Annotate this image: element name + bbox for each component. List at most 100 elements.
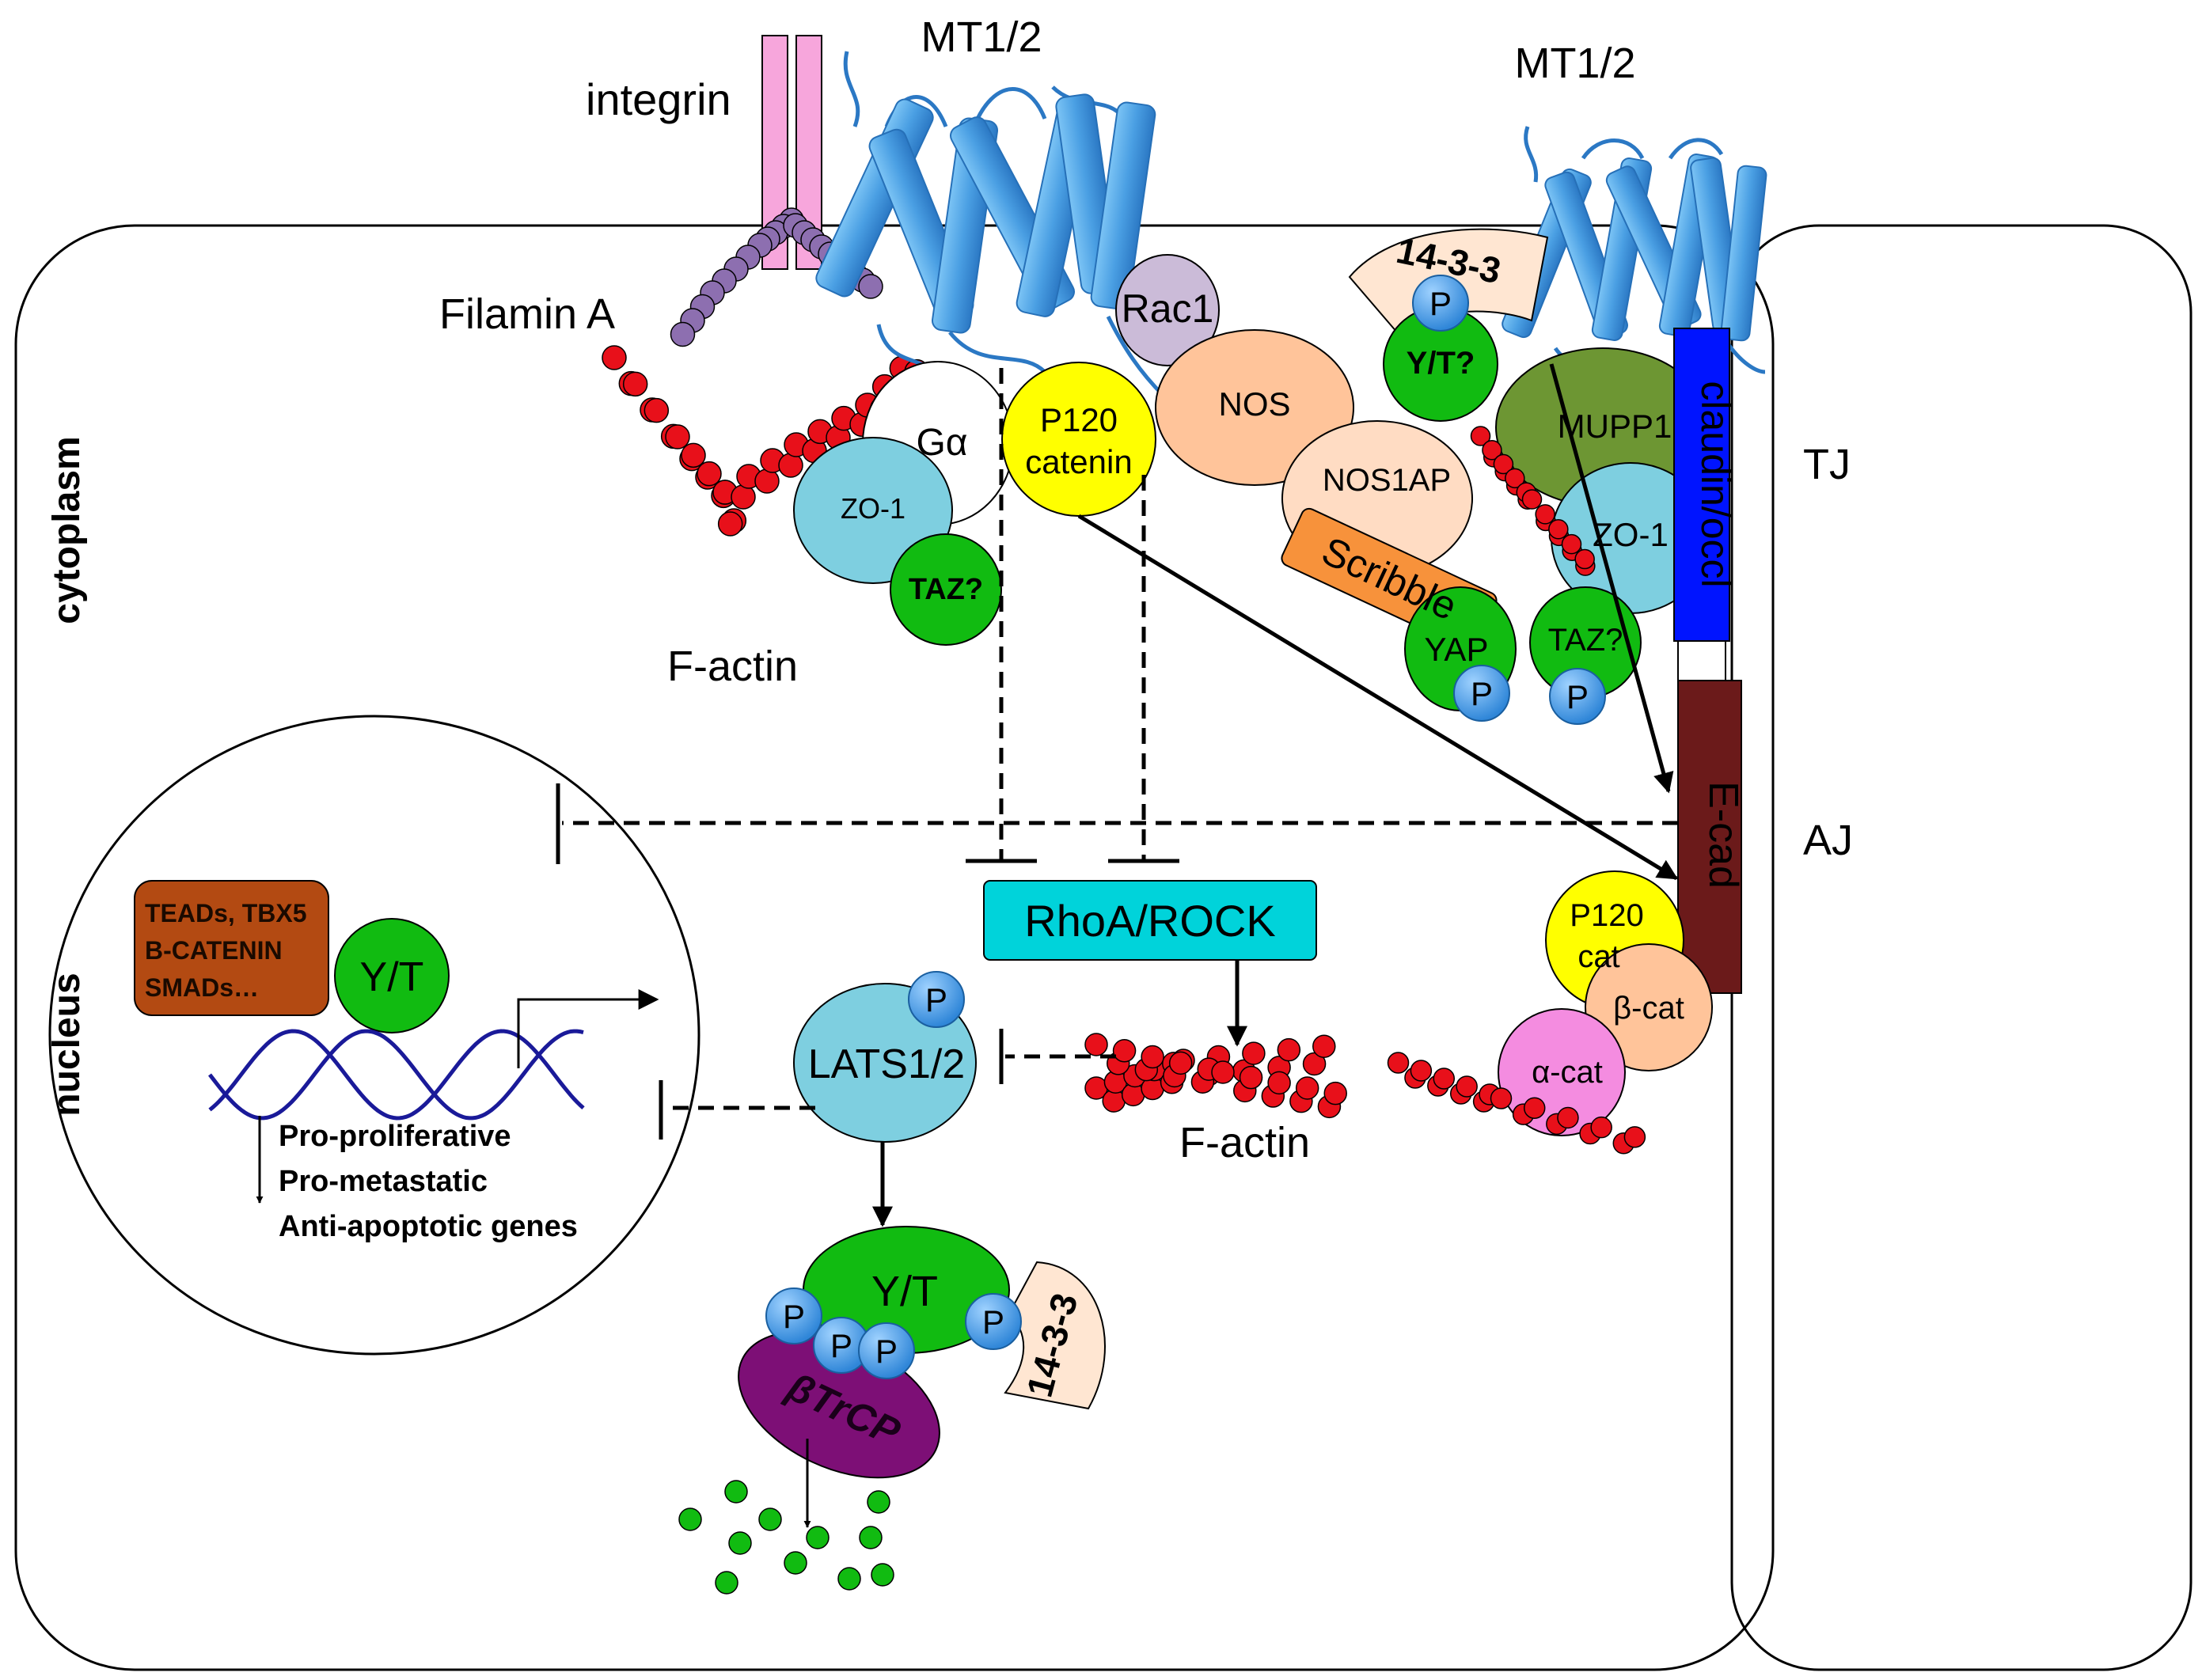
phospho-group bbox=[1453, 665, 1510, 722]
integrin-label: integrin bbox=[586, 74, 731, 124]
p120-catenin-label-line2: catenin bbox=[1025, 443, 1132, 480]
actin-bead bbox=[1623, 1126, 1646, 1148]
phospho-label: P bbox=[925, 981, 947, 1018]
rhoa-rock-box bbox=[983, 880, 1317, 961]
phospho-label: P bbox=[1429, 285, 1452, 322]
aj-label: AJ bbox=[1803, 817, 1853, 864]
actin-bead bbox=[1267, 1071, 1291, 1095]
teads-label-line1: TEADs, TBX5 bbox=[145, 899, 306, 927]
actin-bead bbox=[1112, 1039, 1137, 1063]
actin-bead bbox=[1211, 1060, 1235, 1084]
f-actin-mid-label: F-actin bbox=[1179, 1119, 1310, 1166]
f-actin-aj-filament bbox=[1387, 1052, 1646, 1155]
actin-bead bbox=[1168, 1051, 1193, 1075]
phospho-group bbox=[1549, 668, 1606, 725]
mt12-right-label: MT1/2 bbox=[1514, 40, 1635, 87]
actin-bead bbox=[1574, 548, 1595, 570]
phospho-group bbox=[1412, 275, 1469, 332]
gene-label-line3: Anti-apoptotic genes bbox=[279, 1210, 578, 1243]
rac1-protein bbox=[1115, 254, 1220, 366]
dna-strand bbox=[208, 1029, 585, 1121]
yt-nucleus-label: Y/T bbox=[360, 954, 424, 1000]
actin-bead bbox=[1505, 468, 1525, 489]
beta-cat-label: β-cat bbox=[1613, 991, 1684, 1026]
teads-label-line2: B-CATENIN bbox=[145, 936, 283, 965]
cell-membrane-right bbox=[1730, 224, 2193, 1671]
p120-ecad-arrow bbox=[1077, 514, 1679, 881]
rhoa-rock-label: RhoA/ROCK bbox=[1024, 896, 1275, 946]
actin-bead bbox=[717, 511, 743, 537]
ecad-label: E-cad bbox=[1700, 781, 1746, 889]
claudin-label: claudin/occl bbox=[1693, 381, 1737, 587]
nucleus-envelope bbox=[48, 715, 700, 1356]
teads-label-line3: SMADs… bbox=[145, 973, 259, 1002]
mt12-ecad-arrow bbox=[1549, 363, 1674, 794]
f-actin-tj-filament bbox=[1470, 426, 1596, 576]
gene-label-line1: Pro-proliferative bbox=[279, 1120, 511, 1153]
actin-bead bbox=[1141, 1045, 1164, 1069]
f-actin-top-label: F-actin bbox=[667, 643, 798, 690]
alpha-cat-label: α-cat bbox=[1532, 1055, 1603, 1090]
actin-bead bbox=[1295, 1076, 1319, 1100]
taz-right-label: TAZ? bbox=[1548, 623, 1623, 658]
taz-left-protein bbox=[890, 533, 1002, 646]
dna-strand bbox=[208, 1029, 584, 1121]
phospho-group bbox=[858, 1322, 915, 1379]
actin-bead bbox=[1312, 1034, 1336, 1058]
f-actin-middle-filament bbox=[1084, 1033, 1347, 1119]
actin-bead bbox=[1590, 1116, 1612, 1139]
p120cat-label-line2: cat bbox=[1577, 939, 1619, 974]
actin-bead bbox=[1433, 1068, 1456, 1090]
actin-bead bbox=[1493, 453, 1514, 475]
actin-bead bbox=[1523, 1097, 1546, 1119]
14-3-3-bottom-protein bbox=[1004, 1261, 1106, 1410]
yt-bottom-label: Y/T bbox=[871, 1268, 938, 1315]
nos-label: NOS bbox=[1218, 385, 1290, 423]
phospho-group bbox=[765, 1287, 822, 1344]
cell-membrane-left bbox=[14, 224, 1775, 1671]
tj-label: TJ bbox=[1803, 441, 1851, 488]
dna-helix bbox=[208, 1029, 585, 1121]
actin-bead bbox=[1557, 1106, 1579, 1129]
e-cadherin-box bbox=[1677, 680, 1742, 994]
actin-bead bbox=[644, 397, 670, 423]
yap-label: YAP bbox=[1425, 631, 1489, 668]
taz-left-label: TAZ? bbox=[909, 573, 983, 606]
zo1-right-label: ZO-1 bbox=[1593, 516, 1669, 553]
phospho-label: P bbox=[1566, 678, 1589, 715]
rac1-label: Rac1 bbox=[1122, 286, 1214, 331]
filamin-bead bbox=[670, 321, 696, 347]
actin-bead bbox=[1084, 1033, 1108, 1056]
actin-bead bbox=[602, 345, 627, 370]
g-alpha-label: Gα bbox=[916, 422, 967, 464]
degradation-products bbox=[678, 1480, 894, 1595]
actin-bead bbox=[1277, 1037, 1301, 1062]
actin-bead bbox=[754, 468, 780, 494]
nucleus-label: nucleus bbox=[46, 973, 88, 1116]
actin-bead bbox=[1561, 533, 1582, 555]
phospho-group bbox=[965, 1293, 1022, 1350]
p120cat-label-line1: P120 bbox=[1570, 898, 1643, 933]
claudin-occludin-box bbox=[1673, 328, 1730, 642]
actin-bead bbox=[1242, 1041, 1266, 1065]
actin-bead bbox=[778, 453, 803, 478]
actin-bead bbox=[1490, 1087, 1513, 1109]
actin-bead bbox=[1482, 440, 1502, 461]
phospho-group bbox=[908, 971, 965, 1028]
actin-bead bbox=[731, 484, 756, 510]
actin-bead bbox=[1239, 1065, 1263, 1090]
actin-bead bbox=[622, 371, 648, 397]
lats-label: LATS1/2 bbox=[808, 1041, 965, 1087]
p120-catenin-protein bbox=[1001, 362, 1156, 517]
actin-bead bbox=[1521, 489, 1543, 510]
actin-bead bbox=[1387, 1052, 1410, 1074]
cytoplasm-label: cytoplasm bbox=[46, 436, 88, 624]
actin-bead bbox=[1548, 519, 1569, 540]
nos-protein bbox=[1155, 329, 1354, 486]
phospho-label: P bbox=[783, 1298, 805, 1335]
yt-nucleus-protein bbox=[334, 918, 450, 1033]
actin-bead bbox=[1323, 1081, 1347, 1105]
